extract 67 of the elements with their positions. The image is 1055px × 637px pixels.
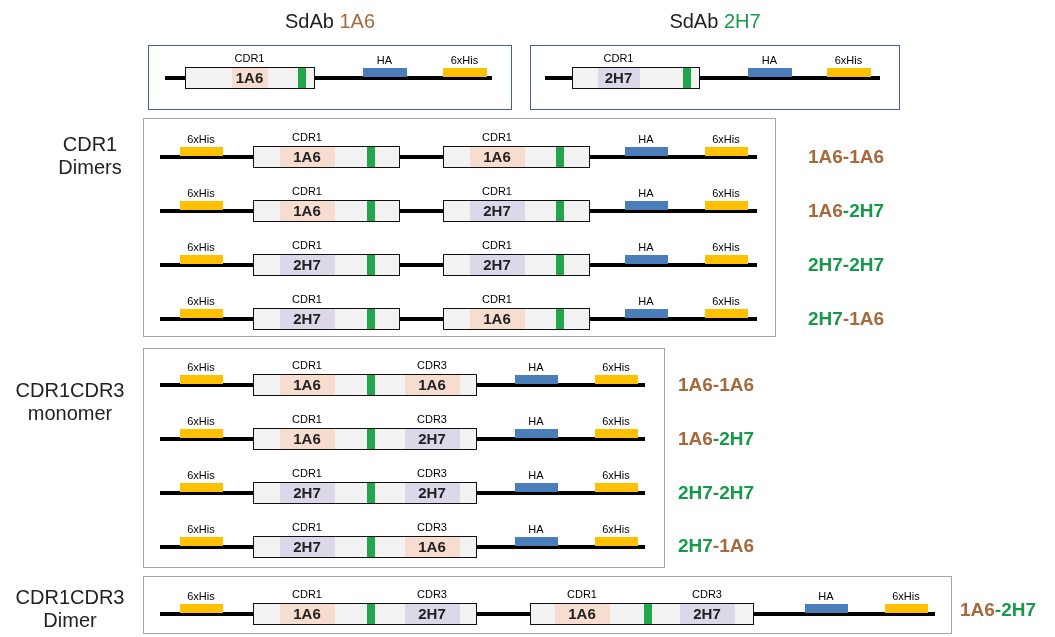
cdr-label: CDR3	[416, 466, 448, 481]
tag-label: 6xHis	[186, 468, 216, 482]
cdr-label: CDR1	[291, 130, 323, 145]
cdr-label: CDR3	[416, 520, 448, 535]
construct-name: 2H7-1A6	[808, 307, 885, 331]
tag-label: HA	[817, 589, 835, 603]
cdr-label: CDR3	[416, 412, 448, 427]
tag-label: HA	[527, 522, 545, 536]
tag-label: 6xHis	[833, 53, 864, 67]
tag-label: 6xHis	[601, 360, 631, 374]
cdr-label: CDR1	[291, 184, 323, 199]
tag-label: 6xHis	[186, 360, 216, 374]
tag-label: 6xHis	[601, 468, 631, 482]
construct-name: 2H7-1A6	[678, 534, 755, 558]
group-heading: CDR1CDR3 Dimer	[14, 584, 126, 633]
tag-label: 6xHis	[891, 589, 921, 603]
tag-label: 6xHis	[711, 240, 741, 254]
group-heading: CDR1CDR3 monomer	[14, 378, 126, 426]
construct-name: 1A6-2H7	[960, 598, 1037, 622]
tag-label: 6xHis	[711, 294, 741, 308]
cdr-label: CDR1	[566, 587, 598, 602]
group-heading: SdAb 2H7	[668, 8, 762, 34]
tag-label: 6xHis	[186, 522, 216, 536]
cdr-label: CDR3	[416, 358, 448, 373]
tag-label: HA	[637, 186, 655, 200]
construct-name: 2H7-2H7	[808, 253, 885, 277]
cdr-label: CDR1	[291, 358, 323, 373]
tag-label: 6xHis	[186, 132, 216, 146]
construct-name: 1A6-2H7	[678, 427, 755, 451]
tag-label: 6xHis	[186, 294, 216, 308]
cdr-label: CDR1	[481, 238, 513, 253]
tag-label: 6xHis	[186, 186, 216, 200]
cdr-label: CDR1	[291, 412, 323, 427]
cdr-label: CDR1	[291, 466, 323, 481]
cdr-label: CDR1	[291, 238, 323, 253]
group-heading: SdAb 1A6	[283, 8, 377, 34]
tag-label: 6xHis	[186, 414, 216, 428]
tag-label: HA	[760, 53, 779, 67]
tag-label: HA	[527, 468, 545, 482]
cdr-label: CDR1	[481, 130, 513, 145]
cdr-label: CDR1	[291, 520, 323, 535]
tag-label: 6xHis	[601, 414, 631, 428]
cdr-label: CDR3	[691, 587, 723, 602]
tag-label: HA	[527, 414, 545, 428]
cdr-label: CDR1	[481, 184, 513, 199]
tag-label: HA	[527, 360, 545, 374]
cdr-label: CDR1	[481, 292, 513, 307]
tag-label: 6xHis	[186, 589, 216, 603]
tag-label: HA	[637, 240, 655, 254]
tag-label: 6xHis	[186, 240, 216, 254]
tag-label: HA	[637, 132, 655, 146]
cdr-label: CDR1	[291, 292, 323, 307]
construct-name: 1A6-1A6	[678, 373, 755, 397]
construct-name: 1A6-2H7	[808, 199, 885, 223]
tag-label: HA	[637, 294, 655, 308]
cdr-label: CDR1	[291, 587, 323, 602]
tag-label: 6xHis	[601, 522, 631, 536]
cdr-label: CDR1	[602, 51, 635, 66]
cdr-label: CDR3	[416, 587, 448, 602]
group-heading: CDR1 Dimers	[57, 132, 123, 180]
tag-label: 6xHis	[449, 53, 480, 67]
construct-name: 1A6-1A6	[808, 145, 885, 169]
construct-name: 2H7-2H7	[678, 481, 755, 505]
tag-label: 6xHis	[711, 186, 741, 200]
tag-label: HA	[375, 53, 394, 67]
cdr-label: CDR1	[233, 51, 266, 66]
tag-label: 6xHis	[711, 132, 741, 146]
